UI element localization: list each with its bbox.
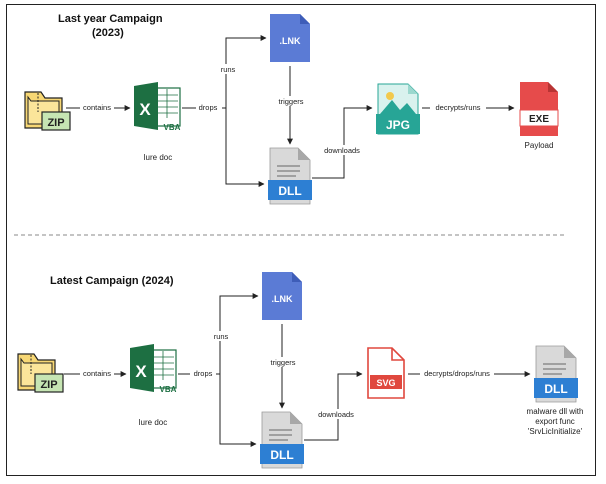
dll-label: DLL — [278, 184, 301, 198]
excel-vba-icon: X VBA — [130, 344, 177, 394]
lure-doc-caption: lure doc — [139, 418, 167, 427]
lnk-file-icon: .LNK — [270, 14, 310, 62]
edge-runs — [219, 293, 259, 374]
excel-letter: X — [135, 362, 147, 381]
diagram-frame — [6, 4, 596, 476]
edge-runs — [225, 35, 267, 108]
dll-file-icon: DLL — [268, 147, 312, 205]
edge-drops-label: drops — [194, 369, 213, 378]
lnk-label: .LNK — [272, 294, 293, 304]
dll-final-label: DLL — [544, 382, 567, 396]
malware-dll-icon: DLL — [534, 345, 578, 403]
lnk-file-icon: .LNK — [262, 272, 302, 320]
jpg-label: JPG — [386, 118, 410, 132]
malware-caption-line2: export func — [535, 417, 575, 426]
edge-triggers-label: triggers — [278, 97, 303, 106]
excel-vba-icon: X VBA — [134, 82, 181, 132]
jpg-image-icon: JPG — [376, 83, 420, 135]
zip-label: ZIP — [47, 117, 64, 129]
bottom-title: Latest Campaign (2024) — [50, 275, 174, 287]
vba-label: VBA — [160, 385, 177, 394]
svg-label: SVG — [376, 378, 395, 388]
lnk-label: .LNK — [280, 36, 301, 46]
edge-downloads — [304, 371, 363, 441]
top-title-line1: Last year Campaign — [58, 13, 163, 25]
zip-label: ZIP — [40, 379, 57, 391]
lure-doc-caption: lure doc — [144, 153, 172, 162]
top-title-line2: (2023) — [92, 27, 124, 39]
exe-label: EXE — [529, 114, 549, 125]
malware-caption-line3: 'SrvLicInitialize' — [528, 427, 583, 436]
edge-downloads-label: downloads — [318, 410, 354, 419]
svg-file-icon: SVG — [367, 347, 405, 399]
edge-contains-label: contains — [83, 369, 111, 378]
edge-downloads-label: downloads — [324, 146, 360, 155]
edge-downloads — [312, 105, 373, 179]
vba-label: VBA — [164, 123, 181, 132]
edge-decrypts-label: decrypts/runs — [435, 103, 480, 112]
dll-label: DLL — [270, 448, 293, 462]
edge-drops-dll — [225, 108, 265, 187]
edge-contains-label: contains — [83, 103, 111, 112]
edge-runs-label: runs — [221, 65, 236, 74]
zip-folder-icon: ZIP — [17, 353, 64, 393]
edge-triggers-label: triggers — [270, 358, 295, 367]
excel-letter: X — [139, 100, 151, 119]
edge-drops-dll — [219, 374, 257, 447]
dll-file-icon: DLL — [260, 411, 304, 469]
zip-folder-icon: ZIP — [24, 91, 71, 131]
payload-caption: Payload — [525, 141, 554, 150]
malware-caption-line1: malware dll with — [527, 407, 584, 416]
edge-decrypts-label: decrypts/drops/runs — [424, 369, 490, 378]
exe-payload-icon: EXE — [519, 82, 559, 136]
edge-drops-label: drops — [199, 103, 218, 112]
edge-runs-label: runs — [214, 332, 229, 341]
